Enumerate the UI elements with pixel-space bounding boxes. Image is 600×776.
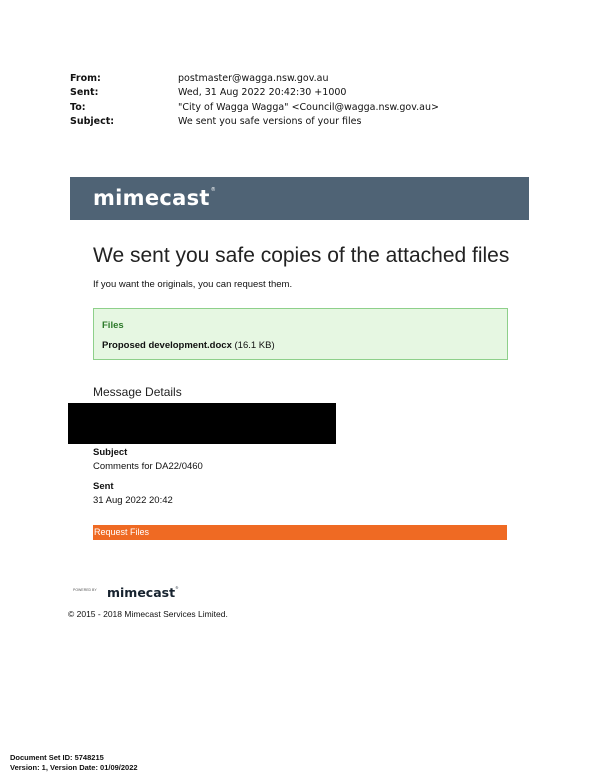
footer-logo-mark: ® xyxy=(175,586,179,590)
detail-subject-label: Subject xyxy=(93,447,128,458)
from-value: postmaster@wagga.nsw.gov.au xyxy=(178,72,329,84)
sent-label: Sent: xyxy=(70,87,99,99)
mimecast-logo-mark: ® xyxy=(210,187,217,193)
subject-value: We sent you safe versions of your files xyxy=(178,116,362,128)
subject-label: Subject: xyxy=(70,116,115,128)
redaction-block xyxy=(68,403,336,444)
file-entry[interactable]: Proposed development.docx (16.1 KB) xyxy=(102,340,275,351)
file-name: Proposed development.docx xyxy=(102,340,232,351)
powered-by-label: POWERED BY xyxy=(73,588,97,592)
header-subject-row: Subject: We sent you safe versions of yo… xyxy=(70,115,439,130)
document-version: Version: 1, Version Date: 01/09/2022 xyxy=(10,763,138,772)
message-details-heading: Message Details xyxy=(93,385,182,399)
footer-mimecast-logo: mimecast® xyxy=(107,585,179,600)
mimecast-logo-text: mimecast xyxy=(93,186,210,210)
mimecast-banner: mimecast® xyxy=(70,177,529,220)
to-value: "City of Wagga Wagga" <Council@wagga.nsw… xyxy=(178,101,439,113)
header-to-row: To: "City of Wagga Wagga" <Council@wagga… xyxy=(70,100,439,115)
from-label: From: xyxy=(70,72,101,84)
detail-sent-label: Sent xyxy=(93,481,114,492)
to-label: To: xyxy=(70,101,86,113)
request-files-button[interactable]: Request Files xyxy=(93,525,507,540)
document-set-id: Document Set ID: 5748215 xyxy=(10,753,104,762)
detail-sent-value: 31 Aug 2022 20:42 xyxy=(93,495,173,506)
file-size: (16.1 KB) xyxy=(234,340,275,351)
files-title: Files xyxy=(102,320,124,331)
email-header: From: postmaster@wagga.nsw.gov.au Sent: … xyxy=(70,71,439,129)
header-from-row: From: postmaster@wagga.nsw.gov.au xyxy=(70,71,439,86)
sent-value: Wed, 31 Aug 2022 20:42:30 +1000 xyxy=(178,87,347,99)
request-files-label: Request Files xyxy=(94,527,150,537)
files-box: Files Proposed development.docx (16.1 KB… xyxy=(93,308,508,360)
document-set-info: Document Set ID: 5748215 Version: 1, Ver… xyxy=(10,753,138,773)
footer-logo-text: mimecast xyxy=(107,585,176,600)
detail-subject-value: Comments for DA22/0460 xyxy=(93,461,203,472)
copyright-text: © 2015 - 2018 Mimecast Services Limited. xyxy=(68,609,228,619)
page-heading: We sent you safe copies of the attached … xyxy=(93,244,510,267)
page-subtext: If you want the originals, you can reque… xyxy=(93,279,293,290)
mimecast-logo: mimecast® xyxy=(93,186,216,210)
header-sent-row: Sent: Wed, 31 Aug 2022 20:42:30 +1000 xyxy=(70,86,439,101)
